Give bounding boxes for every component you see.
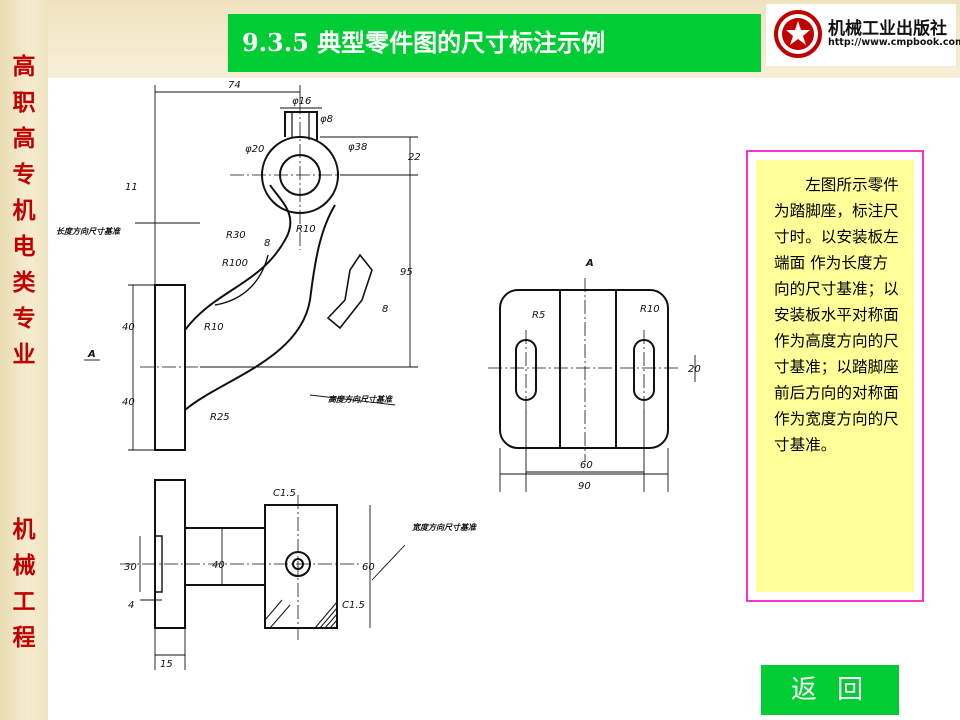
dim-rib-8: 8: [382, 304, 388, 315]
dim-40-lower: 40: [122, 397, 135, 408]
annotation-height-base: 高度方向尺寸基准: [328, 395, 394, 404]
arm-lower-curve: [184, 204, 336, 411]
sidebar-char: 工: [12, 588, 36, 615]
dim-95: 95: [400, 267, 413, 278]
sidebar-char: 专: [12, 305, 36, 332]
arm-inner-curve: [214, 254, 269, 306]
sidebar-char: 程: [12, 624, 36, 651]
rib-section: [326, 253, 373, 330]
sidebar-char: 电: [12, 233, 36, 260]
dim-r10-slot: R10: [640, 304, 660, 315]
dim-8: 8: [264, 238, 270, 249]
dim-90: 90: [578, 481, 591, 492]
section-hatching: [264, 599, 338, 629]
center-lines: [120, 100, 680, 640]
note-text: 左图所示零件为踏脚座，标注尺寸时。以安装板左端面 作为长度方向的尺寸基准；以安装…: [774, 176, 899, 454]
dim-r100: R100: [222, 258, 248, 269]
dimension-lines: [84, 85, 696, 670]
annotation-length-base: 长度方向尺寸基准: [56, 227, 122, 236]
dim-60: 60: [580, 460, 593, 471]
top-plate-outline: [154, 479, 186, 629]
dim-22: 22: [408, 152, 421, 163]
sidebar-char: 械: [12, 552, 36, 579]
dim-4: 4: [128, 600, 134, 611]
dim-40-upper: 40: [122, 322, 135, 333]
top-plate-recess: [155, 535, 163, 593]
dim-r25: R25: [210, 412, 230, 423]
publisher-star-icon: [774, 10, 822, 58]
dim-40-top: 40: [212, 560, 225, 571]
dim-r5: R5: [532, 310, 545, 321]
dim-r10-inner: R10: [204, 322, 224, 333]
dim-74: 74: [228, 80, 241, 91]
sidebar-char: 类: [12, 269, 36, 296]
dim-phi38: φ38: [348, 142, 367, 153]
dim-phi20: φ20: [245, 144, 264, 155]
sidebar-char: 高: [12, 53, 36, 80]
dim-c15-top: C1.5: [273, 488, 296, 499]
note-box: 左图所示零件为踏脚座，标注尺寸时。以安装板左端面 作为长度方向的尺寸基准；以安装…: [746, 150, 924, 602]
dim-r30: R30: [226, 230, 246, 241]
sidebar-char: 高: [12, 125, 36, 152]
publisher-logo: 机械工业出版社 http://www.cmpbook.com: [766, 4, 960, 66]
sidebar-char: 机: [12, 197, 36, 224]
publisher-url: http://www.cmpbook.com: [828, 37, 960, 48]
boss-hole-lines: [291, 112, 310, 140]
dim-60-vertical: 60: [362, 562, 375, 573]
dim-30: 30: [124, 562, 137, 573]
top-hub-outline: [264, 504, 338, 629]
dim-11: 11: [125, 182, 138, 193]
dim-15: 15: [160, 659, 173, 670]
engineering-drawing: 74 φ16 φ8 φ20 φ38 22 11 R30 R10 8 R100 R…: [56, 80, 701, 670]
publisher-name: 机械工业出版社: [828, 19, 947, 39]
dim-phi16: φ16: [292, 96, 311, 107]
mounting-plate-outline: [154, 284, 186, 451]
sidebar-char: 职: [12, 89, 36, 116]
top-arm-outline: [185, 527, 266, 586]
annotation-width-base: 宽度方向尺寸基准: [411, 523, 478, 532]
arm-upper-curve: [184, 184, 292, 331]
note-panel: 左图所示零件为踏脚座，标注尺寸时。以安装板左端面 作为长度方向的尺寸基准；以安装…: [756, 160, 914, 592]
side-view-outline: [499, 289, 669, 449]
back-button[interactable]: 返 回: [761, 665, 899, 715]
dim-r10-arm: R10: [296, 224, 316, 235]
page-title: 9.3.5 典型零件图的尺寸标注示例: [242, 28, 606, 57]
title-bar: 9.3.5 典型零件图的尺寸标注示例: [228, 14, 761, 72]
section-label-a: A: [585, 258, 594, 269]
view-label-a: A: [87, 349, 96, 360]
sidebar-char: 业: [12, 341, 36, 368]
hub-boss: [284, 111, 318, 140]
dim-20: 20: [688, 364, 701, 375]
left-sidebar: 高 职 高 专 机 电 类 专 业 机 械 工 程: [0, 0, 48, 720]
sidebar-char: 机: [12, 516, 36, 543]
dim-phi8: φ8: [320, 114, 333, 125]
sidebar-char: 专: [12, 161, 36, 188]
dim-c15-bottom: C1.5: [342, 600, 365, 611]
